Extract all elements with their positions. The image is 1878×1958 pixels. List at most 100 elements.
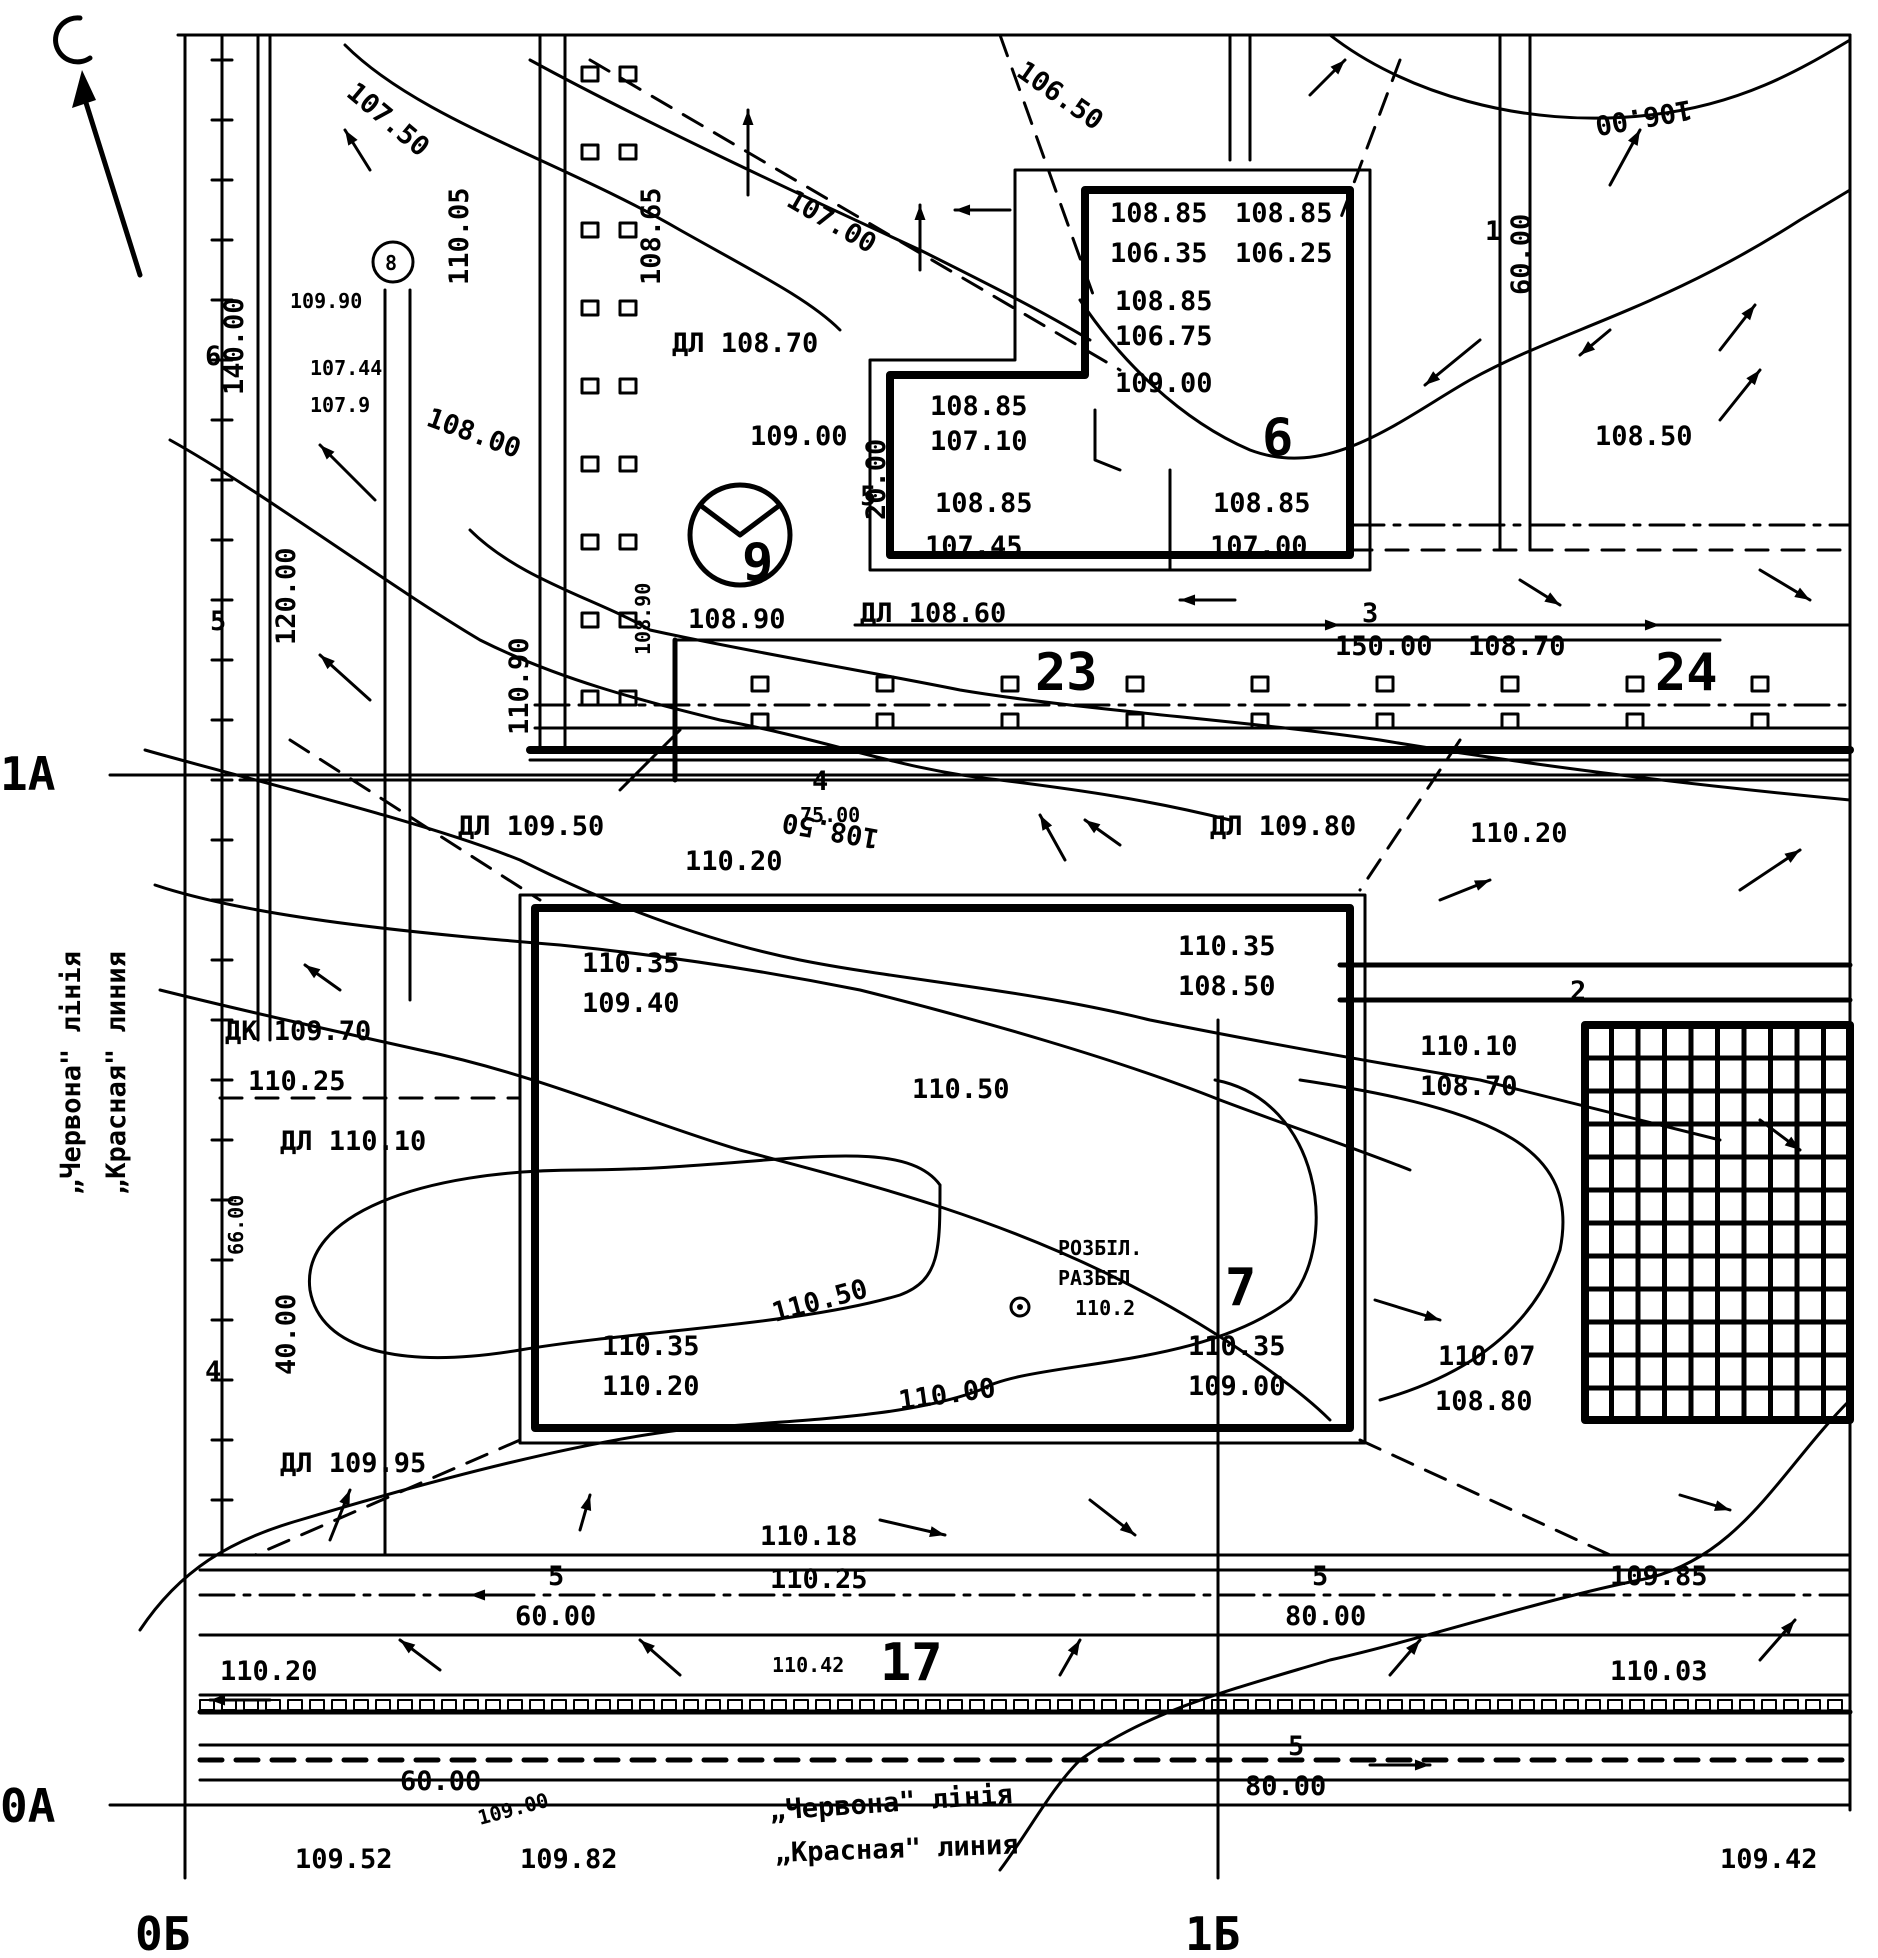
fence-post <box>1057 1699 1073 1711</box>
mark: 110.05 <box>444 187 475 285</box>
circle-8-marker <box>371 240 415 284</box>
benchmark-subtitle: РАЗБЕЛ <box>1058 1266 1130 1290</box>
fence-post <box>529 1699 545 1711</box>
tree-marker-icon <box>618 533 638 551</box>
mark: 20.00 <box>861 439 892 520</box>
fence-post <box>1827 1699 1843 1711</box>
arrow-head-icon <box>320 445 335 460</box>
fence-post <box>1343 1699 1359 1711</box>
fence-post <box>1475 1699 1491 1711</box>
tree-marker-icon <box>618 611 638 629</box>
mark: 110.90 <box>504 637 535 735</box>
tree-marker-icon <box>580 377 600 395</box>
arrow-head-icon <box>1474 880 1490 891</box>
mark: 108.50 <box>1178 971 1276 1002</box>
red-line-ru-bottom: „Красная" линия <box>774 1830 1019 1869</box>
mark: 110.35 <box>582 948 680 979</box>
fence-post <box>1453 1699 1469 1711</box>
mark: 1 <box>1485 216 1501 247</box>
tree-marker-icon <box>580 221 600 239</box>
fence-post <box>1563 1699 1579 1711</box>
contour-label: 106.50 <box>1011 55 1109 136</box>
fence-post <box>1519 1699 1535 1711</box>
fence-post <box>925 1699 941 1711</box>
tree-marker-icon <box>1250 675 1270 693</box>
fence-post <box>441 1699 457 1711</box>
mark: 2 <box>1570 976 1586 1007</box>
tree-marker-icon <box>580 65 600 83</box>
fence-post <box>947 1699 963 1711</box>
fence-post <box>309 1699 325 1711</box>
fence-post <box>1497 1699 1513 1711</box>
fence-post <box>1783 1699 1799 1711</box>
fence-post <box>287 1699 303 1711</box>
building-24-number: 24 <box>1655 643 1718 703</box>
fence-post <box>1299 1699 1315 1711</box>
fence-post <box>1211 1699 1227 1711</box>
arrow-head-icon <box>955 204 971 216</box>
fence-post <box>1805 1699 1821 1711</box>
mark: 150.00 <box>1335 631 1433 662</box>
tree-marker-icon <box>1375 675 1395 693</box>
mark: 108.80 <box>1435 1386 1533 1417</box>
left-ruler <box>538 33 567 752</box>
arrow-head-icon <box>1406 1640 1420 1655</box>
arrow-head-icon <box>1784 850 1800 863</box>
fence-post <box>1321 1699 1337 1711</box>
fence-post <box>881 1699 897 1711</box>
mark: ДЛ 109.95 <box>280 1448 426 1479</box>
mark: 109.82 <box>520 1844 618 1875</box>
fence-post <box>617 1699 633 1711</box>
mark: 110.25 <box>248 1066 346 1097</box>
mark: 109.85 <box>1610 1561 1708 1592</box>
mark: 110.07 <box>1438 1341 1536 1372</box>
mark: ДК 109.70 <box>225 1016 371 1047</box>
tree-marker-icon <box>618 143 638 161</box>
mark: 109.00 <box>1115 368 1213 399</box>
fence-post <box>1365 1699 1381 1711</box>
tree-marker-icon <box>1125 675 1145 693</box>
circle-8-number: 8 <box>385 251 397 275</box>
mark: 5 <box>210 606 226 637</box>
tree-marker-icon <box>1625 712 1645 730</box>
axis-0b: 0Б <box>135 1907 190 1958</box>
tree-marker-icon <box>1000 712 1020 730</box>
fence-post <box>1013 1699 1029 1711</box>
tree-marker-icon <box>1000 675 1020 693</box>
tree-marker-icon <box>580 689 600 707</box>
contour-label: 107.50 <box>341 77 436 163</box>
mark: 4 <box>812 766 828 797</box>
mark: 110.25 <box>770 1564 868 1595</box>
mark: 108.85 <box>1110 198 1208 229</box>
fence-post <box>573 1699 589 1711</box>
arrow-head-icon <box>742 110 754 126</box>
mark: 106.75 <box>1115 321 1213 352</box>
arrow-head-icon <box>1330 60 1345 75</box>
building-7-number: 7 <box>1225 1258 1256 1318</box>
arrow-head-icon <box>1746 370 1760 386</box>
mark: 110.35 <box>602 1331 700 1362</box>
mark: 110.20 <box>602 1371 700 1402</box>
fence-post <box>1629 1699 1645 1711</box>
mark: 140.00 <box>219 297 250 395</box>
arrow-head-icon <box>914 205 926 221</box>
arrow-head-icon <box>1067 1640 1080 1656</box>
tree-marker-icon <box>1625 675 1645 693</box>
mark: 109.00 <box>475 1788 551 1830</box>
fence-post <box>1035 1699 1051 1711</box>
contour-labels: 106.00 106.50 107.00 107.50 108.00 108.5… <box>341 55 1695 1417</box>
arrow-head-icon <box>320 655 335 670</box>
red-line-ru-left: „Красная" линия <box>101 951 132 1195</box>
fence-post <box>903 1699 919 1711</box>
tree-marker-icon <box>618 221 638 239</box>
mark: 110.10 <box>1420 1031 1518 1062</box>
fence-post <box>859 1699 875 1711</box>
fence-post <box>837 1699 853 1711</box>
playground-grid <box>1581 1021 1854 1424</box>
fence-post <box>1409 1699 1425 1711</box>
benchmark-value: 110.2 <box>1075 1296 1135 1320</box>
arrow-head-icon <box>210 1694 226 1706</box>
mark: 109.90 <box>290 289 362 313</box>
arrow-head-icon <box>1085 820 1101 834</box>
tree-marker-icon <box>580 455 600 473</box>
